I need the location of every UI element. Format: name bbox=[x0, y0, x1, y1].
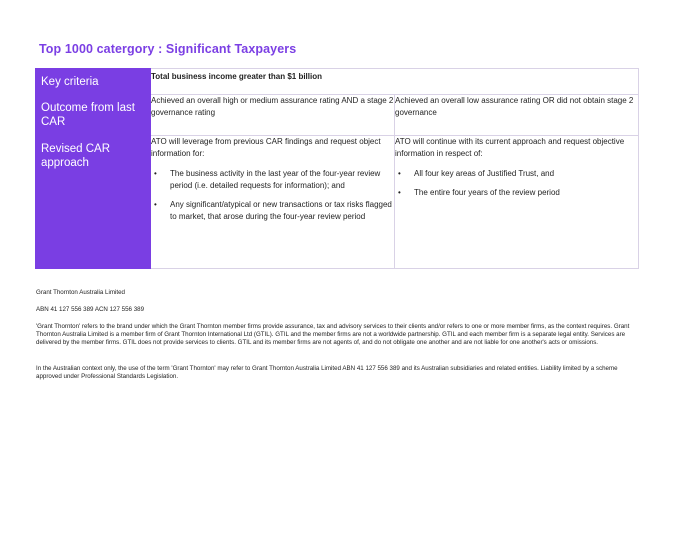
revised-approach-current: ATO will continue with its current appro… bbox=[394, 135, 639, 269]
row-label-revised-approach: Revised CAR approach bbox=[35, 135, 151, 269]
list-item: • Any significant/atypical or new transa… bbox=[151, 199, 394, 223]
list-item-text: Any significant/atypical or new transact… bbox=[170, 200, 392, 221]
current-bullet-list: • All four key areas of Justified Trust,… bbox=[395, 168, 638, 199]
bullet-icon: • bbox=[398, 169, 401, 178]
list-item: • The business activity in the last year… bbox=[151, 168, 394, 192]
outcome-low: Achieved an overall low assurance rating… bbox=[394, 94, 639, 136]
list-item: • The entire four years of the review pe… bbox=[395, 187, 638, 199]
criteria-table: Key criteria Total business income great… bbox=[35, 68, 639, 269]
list-item-text: The entire four years of the review peri… bbox=[414, 188, 560, 197]
key-criteria-value: Total business income greater than $1 bi… bbox=[150, 68, 639, 95]
list-item-text: All four key areas of Justified Trust, a… bbox=[414, 169, 555, 178]
row-label-outcome: Outcome from last CAR bbox=[35, 94, 151, 136]
table-row-key-criteria: Key criteria Total business income great… bbox=[35, 68, 639, 95]
bullet-icon: • bbox=[154, 200, 157, 209]
outcome-high-medium: Achieved an overall high or medium assur… bbox=[150, 94, 395, 136]
table-row-revised-approach: Revised CAR approach ATO will leverage f… bbox=[35, 135, 639, 269]
revised-approach-leverage: ATO will leverage from previous CAR find… bbox=[150, 135, 395, 269]
table-row-outcome: Outcome from last CAR Achieved an overal… bbox=[35, 94, 639, 136]
footer-company: Grant Thornton Australia Limited bbox=[36, 289, 125, 296]
footer-abn: ABN 41 127 556 389 ACN 127 556 389 bbox=[36, 306, 145, 313]
leverage-bullet-list: • The business activity in the last year… bbox=[151, 168, 394, 223]
footer-liability: In the Australian context only, the use … bbox=[36, 365, 618, 380]
leverage-intro: ATO will leverage from previous CAR find… bbox=[151, 137, 381, 158]
footer-disclaimer: 'Grant Thornton' refers to the brand und… bbox=[36, 323, 630, 346]
key-criteria-text: Total business income greater than $1 bi… bbox=[151, 72, 322, 81]
list-item-text: The business activity in the last year o… bbox=[170, 169, 381, 190]
row-label-key-criteria: Key criteria bbox=[35, 68, 151, 95]
list-item: • All four key areas of Justified Trust,… bbox=[395, 168, 638, 180]
bullet-icon: • bbox=[398, 188, 401, 197]
current-intro: ATO will continue with its current appro… bbox=[395, 137, 625, 158]
bullet-icon: • bbox=[154, 169, 157, 178]
page-title: Top 1000 catergory : Significant Taxpaye… bbox=[39, 42, 297, 56]
